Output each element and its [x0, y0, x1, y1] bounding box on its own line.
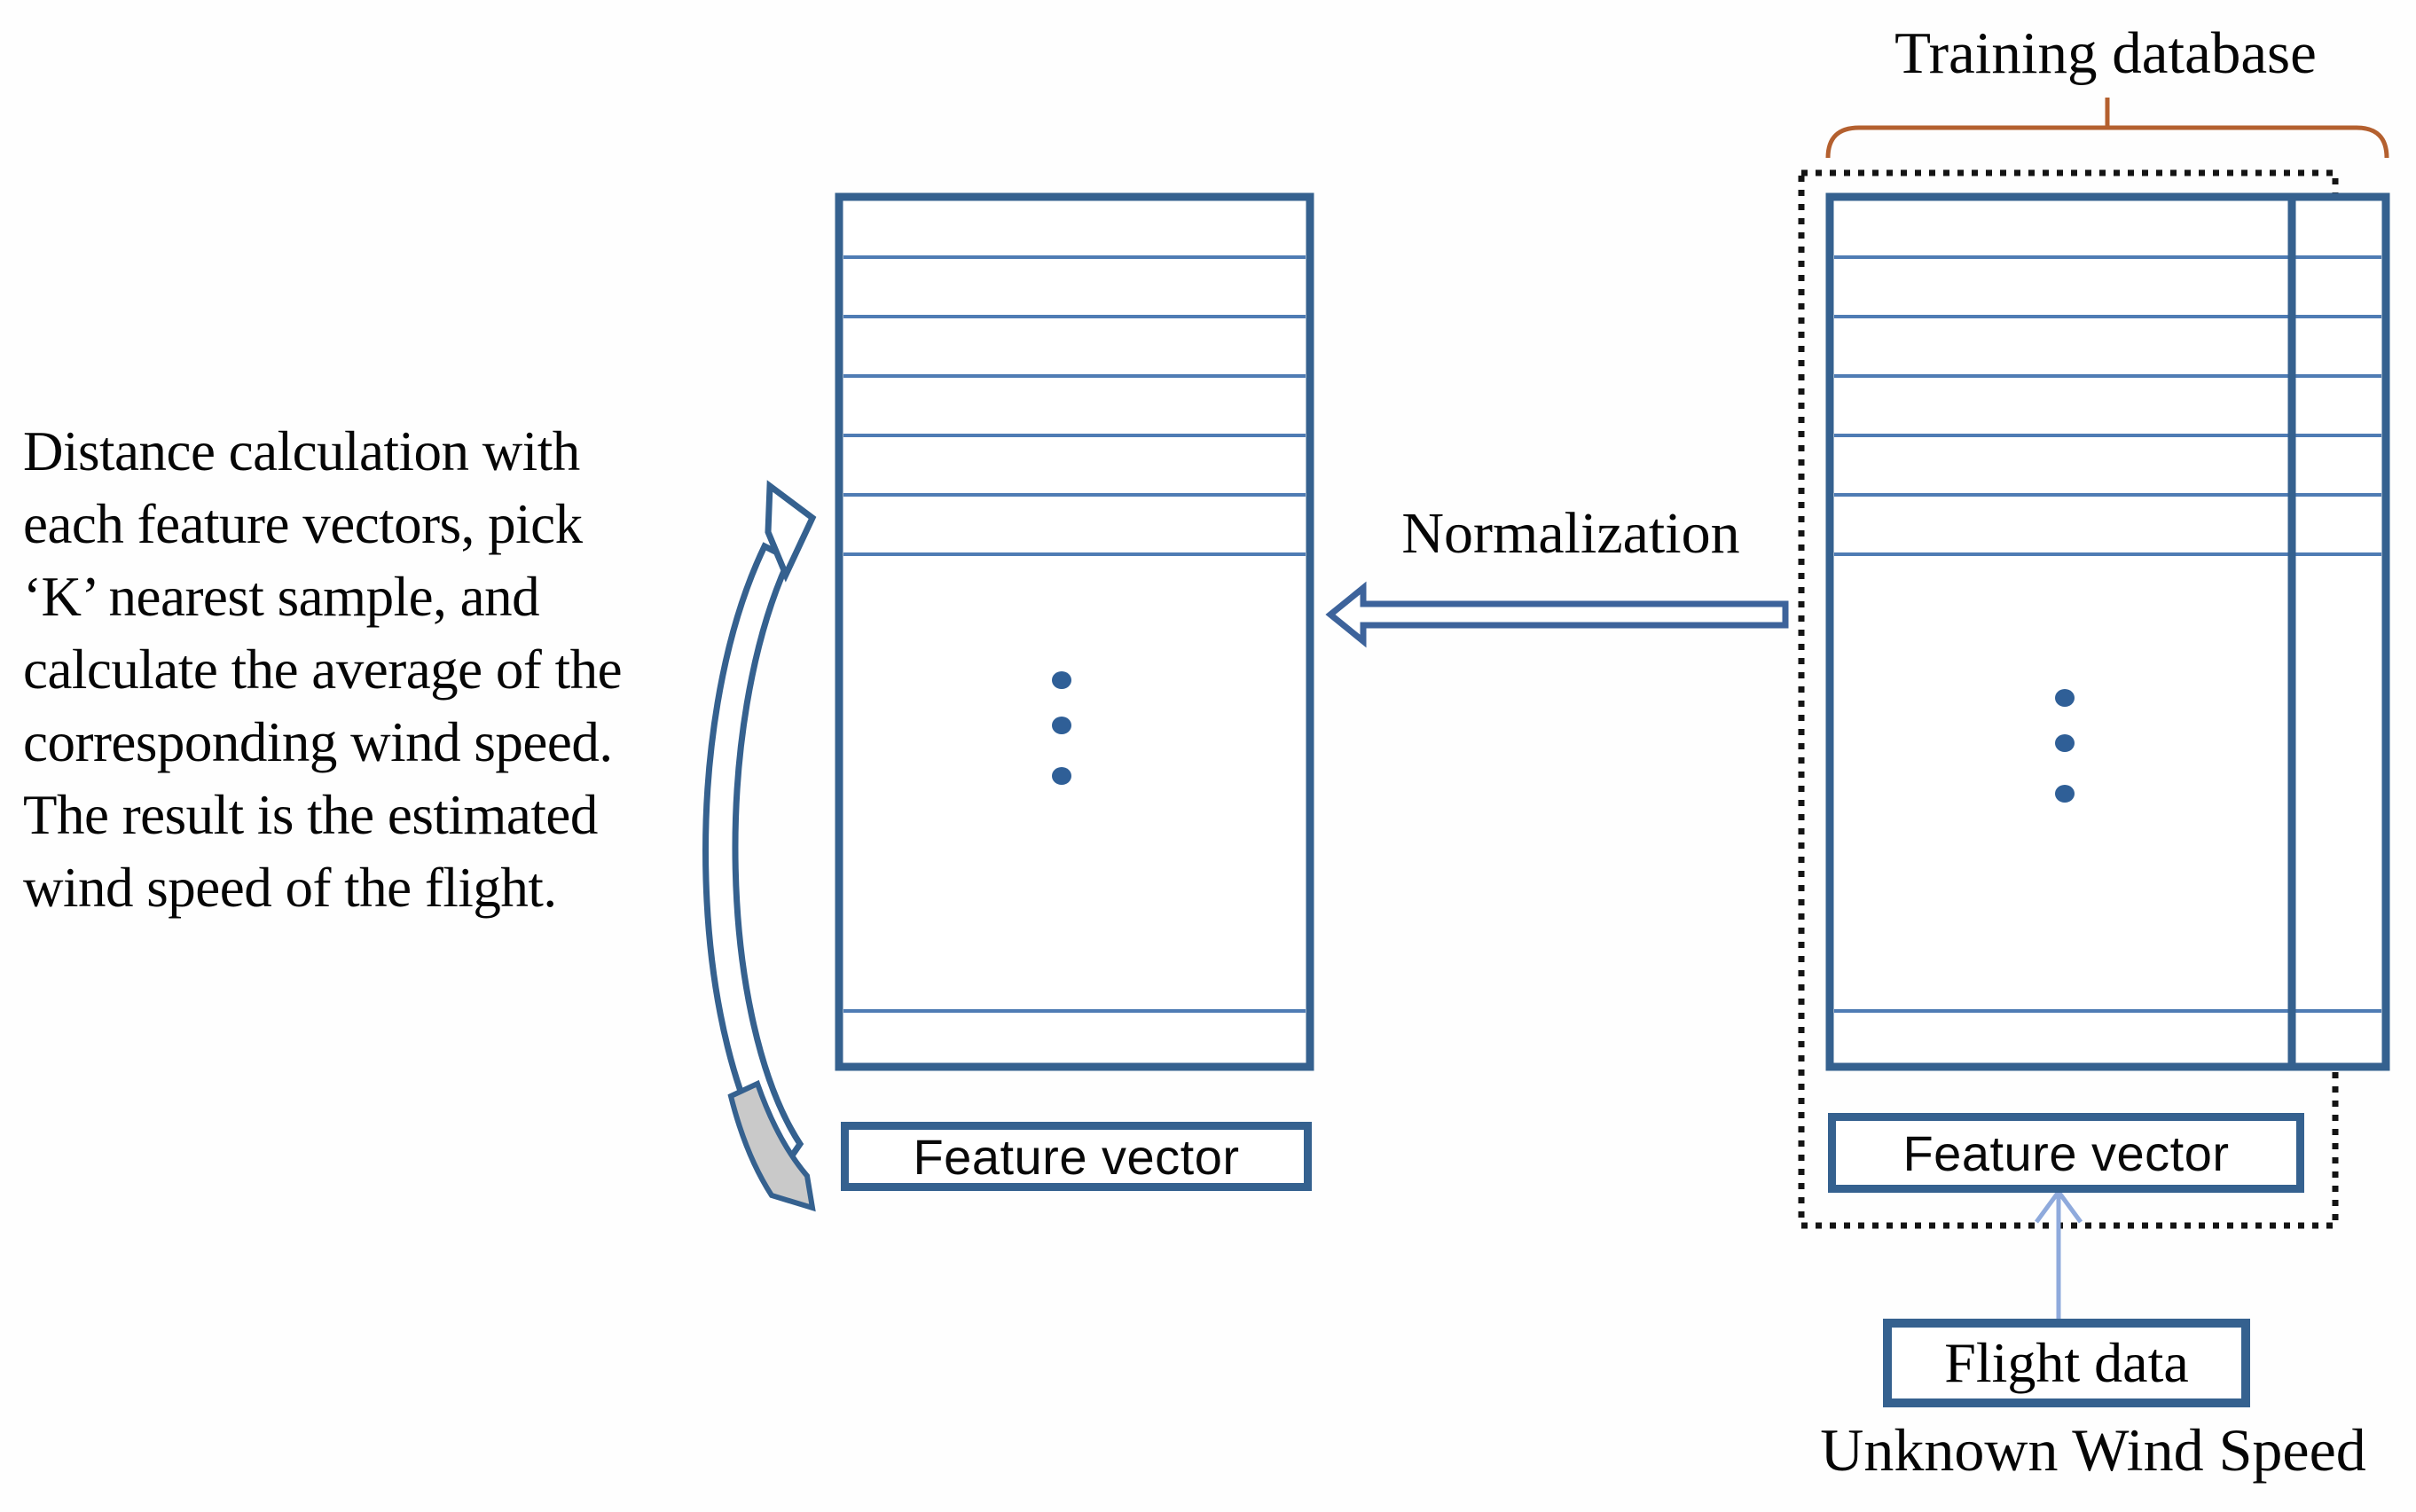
distance-calculation-curved-arrow-icon — [702, 480, 817, 1212]
flight-data-box: Flight data — [1883, 1319, 2250, 1407]
normalization-left-block-arrow-icon — [1325, 581, 1789, 648]
ellipsis-dot — [2055, 734, 2075, 752]
ellipsis-dot — [2055, 785, 2075, 803]
ellipsis-dot — [2055, 689, 2075, 707]
training-database-title: Training database — [1894, 20, 2317, 86]
ellipsis-dot — [1052, 717, 1071, 734]
right-table-border — [1825, 192, 2390, 1071]
ellipsis-dot — [1052, 767, 1071, 785]
flight-data-label: Flight data — [1944, 1331, 2189, 1394]
distance-calculation-annotation: Distance calculation with each feature v… — [23, 420, 623, 919]
right-training-table — [1825, 192, 2390, 1071]
training-database-brace-icon — [1825, 98, 2389, 159]
left-table-row-lines — [843, 255, 1306, 1013]
left-feature-table — [835, 192, 1314, 1071]
left-table-ellipsis — [1052, 671, 1071, 785]
brace-curve — [1825, 125, 2389, 159]
flight-data-up-arrow-icon — [2034, 1187, 2083, 1321]
feature-vector-right-label: Feature vector — [1902, 1124, 2230, 1181]
left-table-border — [835, 192, 1314, 1071]
curved-arrow-gray-tail — [727, 1079, 816, 1212]
feature-vector-left-label: Feature vector — [913, 1128, 1240, 1185]
feature-vector-box-left: Feature vector — [841, 1122, 1312, 1191]
normalization-label: Normalization — [1401, 501, 1740, 566]
feature-vector-box-right: Feature vector — [1828, 1113, 2304, 1193]
unknown-wind-speed-label: Unknown Wind Speed — [1820, 1416, 2366, 1484]
right-table-ellipsis — [2055, 689, 2075, 803]
curved-arrow-head — [765, 480, 817, 583]
ellipsis-dot — [1052, 671, 1071, 689]
